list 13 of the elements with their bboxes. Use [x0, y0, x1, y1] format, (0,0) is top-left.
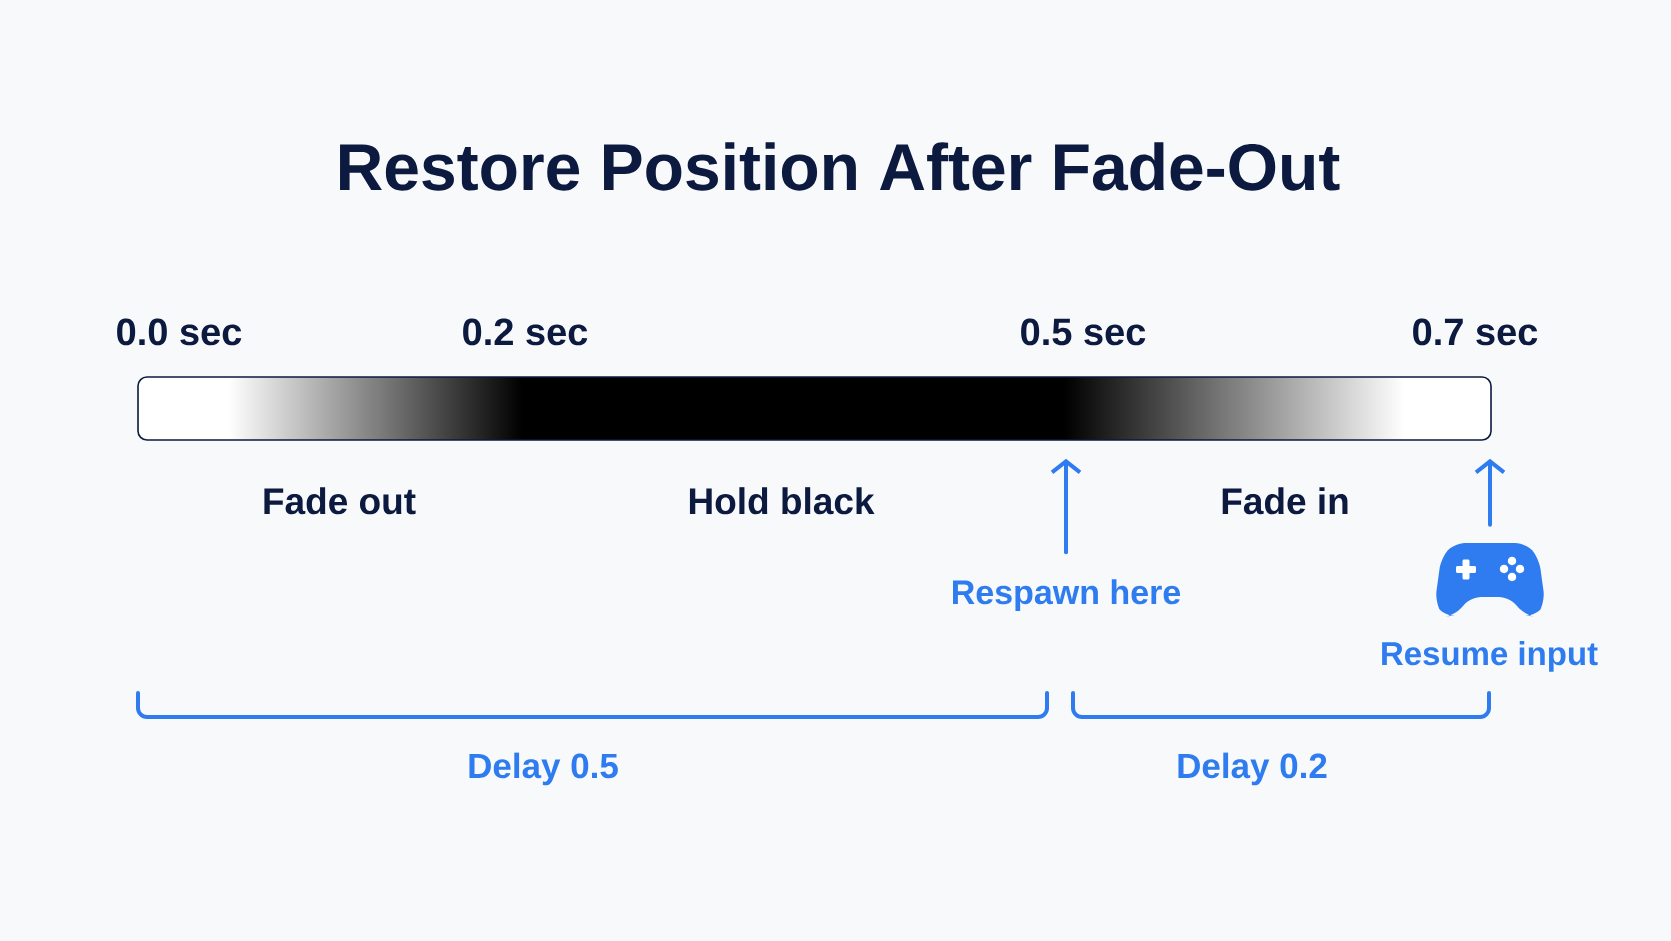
- phase-label: Hold black: [689, 487, 875, 515]
- phase-label: Fade out: [264, 487, 416, 515]
- title: Restore Position After Fade-Out: [340, 142, 1340, 191]
- arrow: [1050, 458, 1082, 555]
- arrow: [1474, 458, 1506, 527]
- icon-caption: Resume input: [1382, 641, 1598, 672]
- time-label: 0.7 sec: [1413, 318, 1538, 346]
- delay-label: Delay 0.5: [469, 752, 618, 786]
- callout-label: Respawn here: [953, 579, 1181, 612]
- gamepad-icon: [1436, 543, 1544, 617]
- delay-label: Delay 0.2: [1178, 752, 1327, 786]
- phase-label: Fade in: [1222, 487, 1348, 515]
- timeline-bar: [137, 376, 1492, 441]
